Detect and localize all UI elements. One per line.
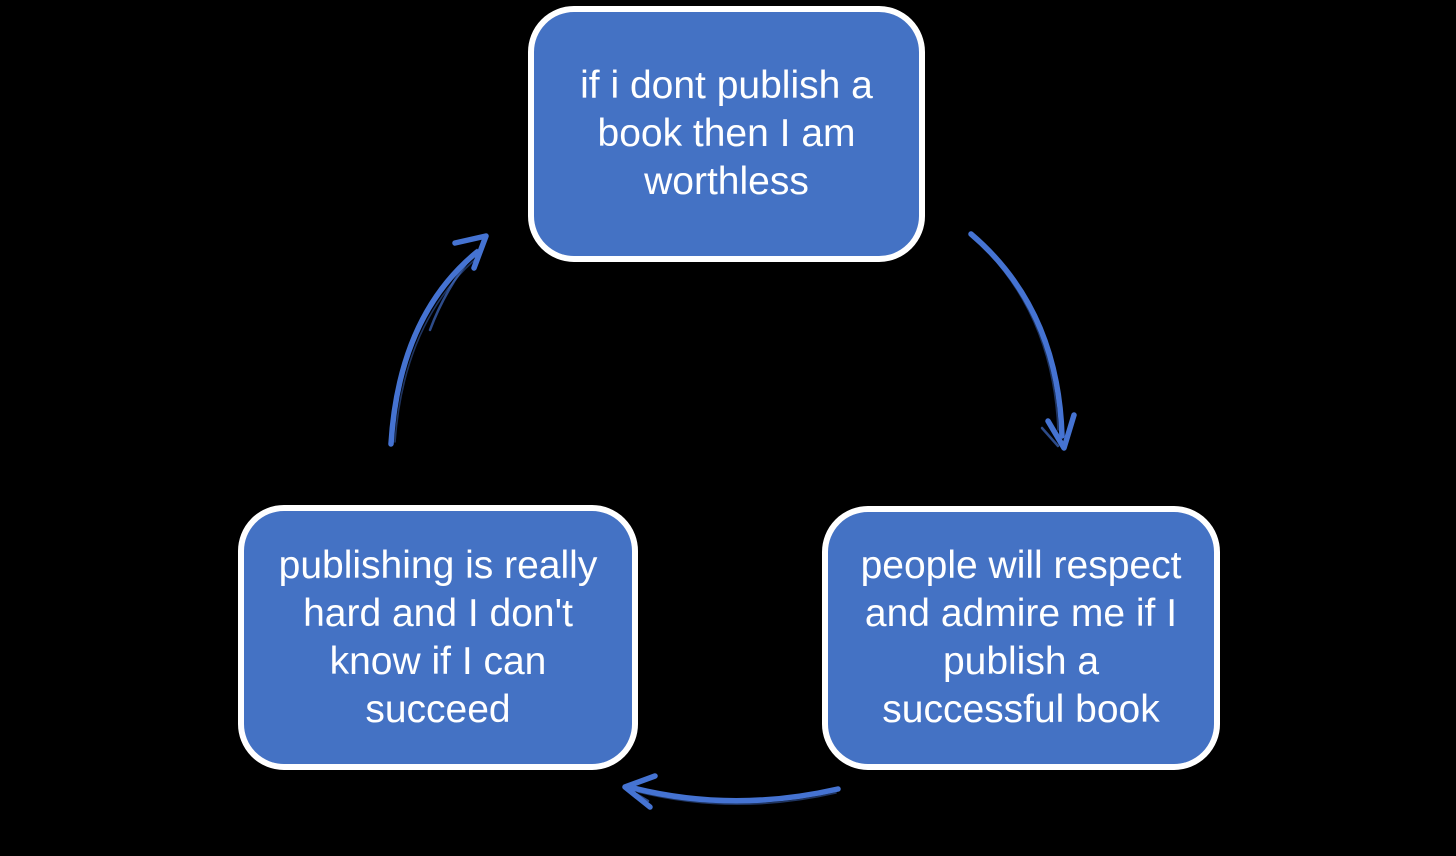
arrow-left-to-top-icon	[388, 233, 489, 447]
node-belief-respect: people will respect and admire me if I p…	[822, 506, 1220, 770]
node-text-line: publish a	[942, 640, 1100, 683]
node-text-line: successful book	[882, 688, 1160, 731]
node-text-line: worthless	[644, 160, 809, 203]
node-belief-publishing-hard: publishing is really hard and I don't kn…	[238, 505, 638, 770]
node-text-line: people will respect	[860, 544, 1182, 587]
node-text-line: hard and I don't	[303, 591, 573, 635]
node-text-line: know if I can	[329, 639, 547, 683]
arrow-right-to-left-icon	[622, 773, 841, 810]
node-text-line: publishing is really	[278, 543, 598, 587]
node-text-line: succeed	[365, 687, 511, 731]
node-belief-worthless: if i dont publish a book then I am worth…	[528, 6, 925, 262]
node-text-line: and admire me if I	[864, 592, 1178, 635]
node-text-line: if i dont publish a	[580, 64, 873, 107]
node-text-line: book then I am	[597, 112, 856, 155]
arrow-top-to-right-icon	[968, 231, 1077, 451]
